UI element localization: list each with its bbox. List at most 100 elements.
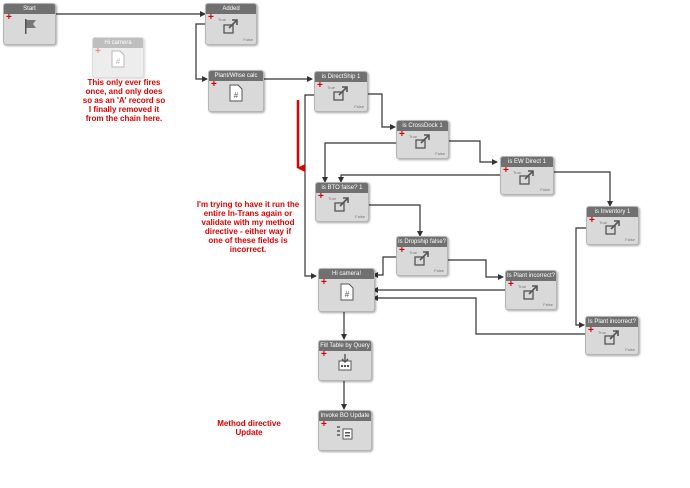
false-port-label: False (243, 37, 253, 42)
node-title: is DirectShip 1 (315, 72, 367, 82)
flag-icon (24, 19, 36, 34)
condition-arrow-icon (604, 330, 619, 345)
false-port-label: False (625, 237, 635, 242)
false-port-label: False (540, 187, 550, 192)
invoke-bo-icon (337, 426, 353, 440)
node-title: Hi camera! (319, 269, 374, 279)
add-icon[interactable]: + (211, 79, 217, 90)
svg-text:#: # (234, 91, 239, 100)
node-title: Hi camera (93, 38, 143, 48)
node-is-plant-incorrect-1[interactable]: Is Plant incorrect? + True False (505, 270, 557, 310)
node-title: Is Plant incorrect? (586, 317, 638, 327)
connector-dropship-hicamera (372, 256, 396, 278)
node-title: Added (206, 4, 256, 14)
add-icon[interactable]: + (318, 191, 324, 202)
true-port-label: True (513, 170, 522, 175)
node-added[interactable]: Added + True False (205, 3, 257, 45)
node-title: is EW Direct 1 (501, 157, 553, 167)
condition-arrow-icon (333, 86, 348, 102)
add-icon[interactable]: + (321, 349, 327, 360)
add-icon[interactable]: + (95, 46, 101, 57)
annotation-note-3: Method directive Update (204, 419, 294, 437)
note-line: one of these fields is (208, 236, 288, 245)
false-port-label: False (625, 347, 635, 352)
condition-arrow-icon (519, 170, 534, 185)
add-icon[interactable]: + (321, 277, 327, 288)
condition-arrow-icon (334, 197, 349, 212)
false-port-label: False (355, 214, 365, 219)
annotation-note-1: This only ever fires once, and only does… (74, 78, 174, 123)
add-icon[interactable]: + (399, 245, 405, 256)
node-is-bto-false[interactable]: is BTO false? 1 + True False (315, 182, 369, 222)
node-hi-camera[interactable]: Hi camera! + # (318, 268, 375, 312)
add-icon[interactable]: + (208, 12, 214, 23)
add-icon[interactable]: + (6, 12, 12, 23)
add-icon[interactable]: + (589, 215, 595, 226)
false-port-label: False (354, 104, 364, 109)
note-line: Method directive (217, 419, 281, 428)
node-title: Is Dropship false? (397, 237, 447, 247)
add-icon[interactable]: + (503, 165, 509, 176)
connector-bto-dropship (367, 204, 423, 237)
condition-arrow-icon (223, 19, 238, 34)
connector-inventory-plant2 (575, 227, 586, 328)
node-title: is BTO false? 1 (316, 183, 368, 193)
node-title: is Inventory 1 (587, 207, 638, 217)
true-port-label: True (327, 85, 336, 90)
connector-plant2-hicamera (372, 295, 585, 335)
true-port-label: True (599, 220, 608, 225)
node-invoke-bo-update[interactable]: Invoke BO Update + (318, 410, 372, 451)
true-port-label: True (598, 330, 607, 335)
true-port-label: True (218, 17, 227, 22)
note-line: I'm trying to have it run the (196, 200, 300, 209)
add-icon[interactable]: + (588, 325, 594, 336)
node-fill-table-by-query[interactable]: Fill Table by Query + (318, 340, 372, 381)
node-title: Is Plant incorrect? (506, 271, 556, 281)
condition-arrow-icon (604, 220, 620, 235)
connector-added-plant (195, 23, 208, 82)
connector-crossdock-bto (322, 142, 396, 183)
true-port-label: True (409, 250, 418, 255)
connector-directship-hicamera (304, 94, 317, 279)
connector-ewdirect-inventory (552, 171, 613, 207)
false-port-label: False (543, 302, 553, 307)
note-line: This only ever fires (87, 78, 161, 87)
note-line: entire In-Trans again or (203, 209, 293, 218)
node-is-inventory[interactable]: is Inventory 1 + True False (586, 206, 639, 245)
node-is-plant-incorrect-2[interactable]: Is Plant incorrect? + True False (585, 316, 639, 355)
node-title: Invoke BO Update (319, 411, 371, 421)
connector-dropship-plant1 (446, 259, 504, 280)
note-line: from the chain here. (85, 114, 163, 123)
add-icon[interactable]: + (317, 80, 323, 91)
svg-text:#: # (116, 57, 121, 66)
connector-ewdirect-bto (338, 174, 500, 183)
node-title: Fill Table by Query (319, 341, 371, 351)
node-plant-whse-calc[interactable]: Plant/Whse calc + # (208, 70, 264, 112)
annotation-note-2: I'm trying to have it run the entire In-… (190, 200, 306, 254)
script-hash-icon: # (111, 50, 125, 68)
false-port-label: False (435, 151, 445, 156)
add-icon[interactable]: + (508, 279, 514, 290)
fill-table-icon (338, 354, 352, 371)
true-port-label: True (518, 284, 527, 289)
true-port-label: True (409, 134, 418, 139)
note-line: I finally removed it (88, 105, 160, 114)
node-is-ew-direct[interactable]: is EW Direct 1 + True False (500, 156, 554, 195)
node-is-directship[interactable]: is DirectShip 1 + True False (314, 71, 368, 112)
node-start[interactable]: Start + (3, 3, 56, 45)
script-hash-icon: # (229, 84, 243, 102)
node-is-dropship-false[interactable]: Is Dropship false? + True False (396, 236, 448, 276)
note-line: directive - either way if (204, 227, 292, 236)
script-hash-icon: # (340, 283, 353, 301)
connector-directship-crossdock (366, 93, 396, 130)
node-hi-camera-faded[interactable]: Hi camera + # (92, 37, 144, 78)
note-line: Update (235, 428, 263, 437)
add-icon[interactable]: + (399, 129, 405, 140)
add-icon[interactable]: + (321, 419, 327, 430)
condition-arrow-icon (414, 251, 429, 266)
node-is-crossdock[interactable]: is CrossDock 1 + True False (396, 120, 449, 159)
note-line: validate with my method (201, 218, 295, 227)
node-title: Start (4, 4, 55, 14)
node-title: Plant/Whse calc (209, 71, 263, 81)
